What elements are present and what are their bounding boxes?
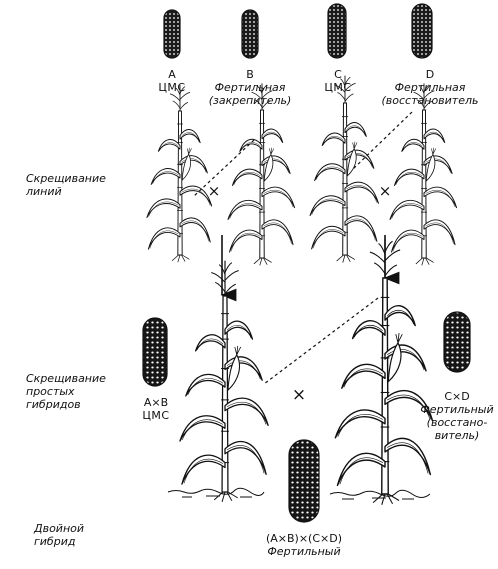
label-hybrid-CxD-desc2: (восстано-: [426, 416, 488, 429]
cob-CxD: [443, 311, 471, 373]
label-line-B: B Фертильная (закрепитель): [200, 68, 300, 107]
pollination-line-A-B: [193, 139, 255, 197]
label-line-B-desc: Фертильная: [214, 81, 286, 94]
ground-line-right: [329, 489, 431, 500]
row-label-simple-hybrids-3: гибридов: [26, 398, 81, 411]
label-hybrid-CxD: C×D Фертильный (восстано- витель): [420, 390, 494, 442]
plant-A: [146, 85, 213, 263]
cross-symbol-lines-left: ×: [208, 182, 221, 200]
cob-B: [241, 9, 259, 59]
label-line-C: C ЦМС: [318, 68, 358, 94]
cob-D: [411, 3, 433, 59]
label-hybrid-CxD-name: C×D: [444, 390, 470, 403]
plant-D: [389, 83, 458, 266]
cob-C: [327, 3, 347, 59]
label-line-C-desc: ЦМС: [324, 81, 352, 94]
label-line-D-letter: D: [425, 68, 435, 81]
row-label-lines-cross-2: линий: [26, 185, 62, 198]
plant-C: [309, 75, 379, 263]
label-line-D: D Фертильная (восстановитель: [368, 68, 492, 107]
label-hybrid-AxB: A×B ЦМС: [134, 396, 178, 422]
label-double-hybrid-name: (A×B)×(C×D): [265, 532, 343, 545]
cob-AxB: [142, 317, 168, 387]
label-hybrid-CxD-desc3: витель): [434, 429, 480, 442]
ground-line-left: [167, 487, 265, 498]
label-hybrid-CxD-desc: Фертильный: [420, 403, 494, 416]
row-label-simple-hybrids: Скрещивание простых гибридов: [26, 372, 106, 411]
row-label-double-hybrid: Двойной гибрид: [34, 522, 84, 548]
label-line-C-letter: C: [334, 68, 342, 81]
pollination-line-C-D: [351, 111, 413, 171]
label-line-B-desc2: (закрепитель): [208, 94, 292, 107]
plant-CxD: [334, 239, 434, 505]
row-label-double-hybrid-1: Двойной: [34, 522, 85, 535]
row-label-double-hybrid-2: гибрид: [34, 535, 76, 548]
cross-symbol-hybrids: ×: [292, 385, 306, 405]
plant-B: [227, 83, 296, 266]
label-line-A-letter: A: [168, 68, 176, 81]
label-line-A-desc: ЦМС: [158, 81, 186, 94]
label-line-A: A ЦМС: [152, 68, 192, 94]
cob-A: [163, 9, 181, 59]
label-line-B-letter: B: [246, 68, 254, 81]
row-label-simple-hybrids-1: Скрещивание: [26, 372, 106, 385]
label-hybrid-AxB-name: A×B: [143, 396, 169, 409]
label-double-hybrid: (A×B)×(C×D) Фертильный: [244, 532, 364, 558]
cross-symbol-lines-right: ×: [379, 182, 392, 200]
plant-AxB: [179, 260, 269, 502]
row-label-lines-cross: Скрещивание линий: [26, 172, 106, 198]
cob-double-hybrid: [288, 439, 320, 523]
label-line-D-desc2: (восстановитель: [381, 94, 479, 107]
row-label-simple-hybrids-2: простых: [26, 385, 75, 398]
label-hybrid-AxB-desc: ЦМС: [142, 409, 170, 422]
label-double-hybrid-desc: Фертильный: [267, 545, 341, 558]
label-line-D-desc: Фертильная: [394, 81, 466, 94]
row-label-lines-cross-1: Скрещивание: [26, 172, 106, 185]
